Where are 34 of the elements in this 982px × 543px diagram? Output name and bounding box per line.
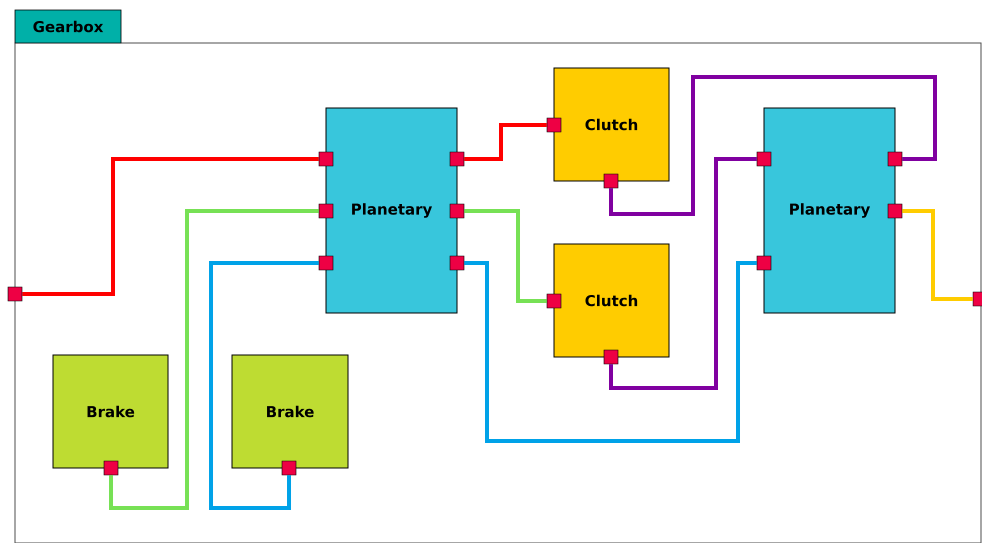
planetary-box: Planetary — [764, 108, 896, 314]
port-square — [546, 294, 562, 308]
port-square — [604, 350, 618, 364]
port-square — [604, 174, 618, 188]
port-square — [104, 460, 118, 476]
connection-line — [609, 157, 757, 390]
brake-box: Brake — [232, 354, 348, 468]
port-square — [318, 152, 334, 166]
clutch-box: Clutch — [554, 68, 670, 182]
planetary-box: Planetary — [326, 108, 458, 314]
connection-line — [464, 209, 547, 303]
port-square — [318, 204, 334, 218]
connection-line — [609, 75, 937, 216]
port-square — [450, 152, 464, 166]
connection-line — [464, 123, 547, 161]
port-square — [450, 256, 464, 270]
port-square — [450, 204, 464, 218]
port-square — [888, 204, 902, 218]
clutch-box: Clutch — [554, 244, 670, 358]
port-square — [318, 256, 334, 270]
port-square — [888, 152, 902, 166]
connection-line — [209, 261, 319, 510]
brake-box: Brake — [52, 354, 168, 468]
port-square — [282, 460, 296, 476]
port-square — [8, 286, 22, 302]
port-square — [756, 256, 772, 270]
port-square — [756, 152, 772, 166]
node-label: Gearbox — [33, 20, 104, 32]
connection-line — [464, 261, 757, 443]
connection-line — [109, 209, 319, 510]
port-square — [972, 292, 982, 306]
connection-line — [902, 209, 973, 301]
port-square — [546, 118, 562, 132]
connection-line — [22, 157, 319, 296]
